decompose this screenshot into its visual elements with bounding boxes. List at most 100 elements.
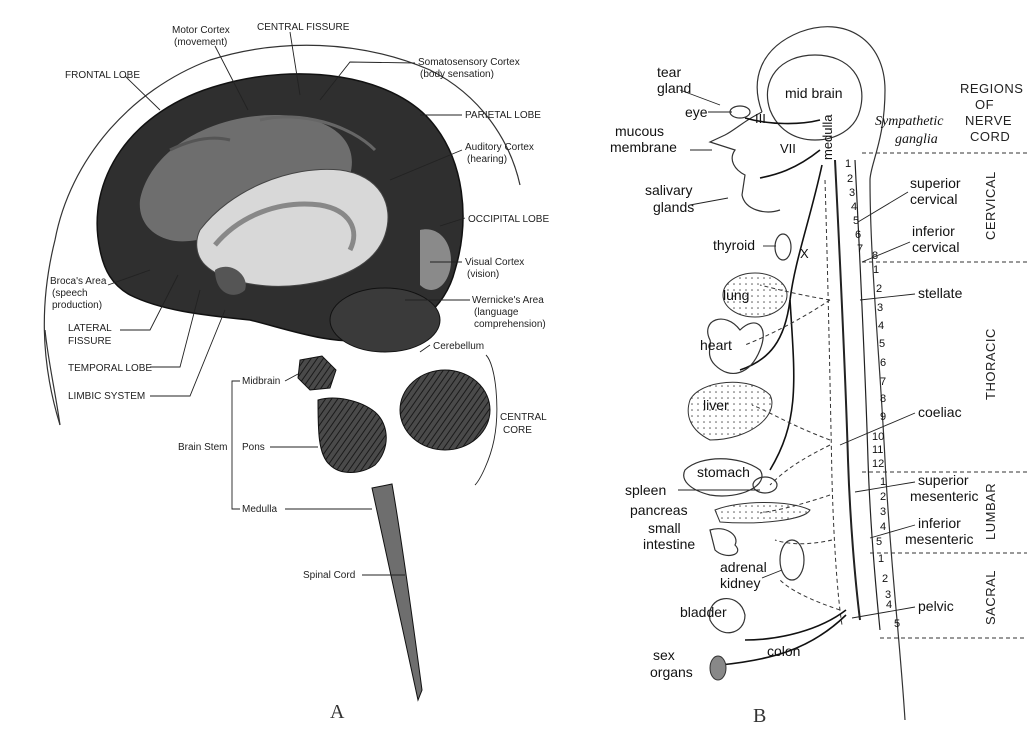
label-visual-sub: (vision) xyxy=(467,269,499,280)
sympathetic-1: Sympathetic xyxy=(875,114,944,129)
svg-text:1: 1 xyxy=(878,553,884,565)
label-somatosensory-sub: (body sensation) xyxy=(420,69,494,80)
label-motor-cortex: Motor Cortex xyxy=(172,25,230,36)
label-mid-brain: mid brain xyxy=(785,85,843,101)
label-wernickes-3: comprehension) xyxy=(474,319,546,330)
svg-text:7: 7 xyxy=(880,376,886,388)
label-thyroid: thyroid xyxy=(713,237,755,253)
label-inf-mes-1: inferior xyxy=(918,515,961,531)
cranial-iii: III xyxy=(755,111,766,126)
spinal-cord-shape xyxy=(372,484,422,700)
svg-text:7: 7 xyxy=(857,243,863,255)
label-brocas-3: production) xyxy=(52,300,102,311)
svg-text:5: 5 xyxy=(876,536,882,548)
label-tear-2: gland xyxy=(657,80,691,96)
label-medulla-b: medulla xyxy=(820,114,835,160)
midbrain-shape xyxy=(298,356,336,390)
svg-text:4: 4 xyxy=(886,599,892,611)
label-small-2: intestine xyxy=(643,536,695,552)
label-limbic-system: LIMBIC SYSTEM xyxy=(68,391,145,402)
label-lateral-2: FISSURE xyxy=(68,336,112,347)
label-medulla: Medulla xyxy=(242,504,277,515)
label-wernickes-2: (language xyxy=(474,307,519,318)
label-inf-mes-2: mesenteric xyxy=(905,531,973,547)
svg-text:1: 1 xyxy=(845,158,851,170)
label-heart: heart xyxy=(700,337,732,353)
label-frontal-lobe: FRONTAL LOBE xyxy=(65,70,140,81)
label-spinal-cord: Spinal Cord xyxy=(303,570,355,581)
svg-text:4: 4 xyxy=(851,201,857,213)
organs xyxy=(684,106,810,680)
svg-text:8: 8 xyxy=(880,393,886,405)
svg-text:5: 5 xyxy=(894,618,900,630)
label-occipital-lobe: OCCIPITAL LOBE xyxy=(468,214,549,225)
label-salivary-2: glands xyxy=(653,199,694,215)
label-adrenal: adrenal xyxy=(720,559,767,575)
label-midbrain: Midbrain xyxy=(242,376,280,387)
label-sup-mes-2: mesenteric xyxy=(910,488,978,504)
svg-text:4: 4 xyxy=(880,521,886,533)
label-kidney: kidney xyxy=(720,575,760,591)
label-wernickes-1: Wernicke's Area xyxy=(472,295,544,306)
label-mucous-1: mucous xyxy=(615,123,664,139)
label-stellate: stellate xyxy=(918,285,963,301)
svg-text:6: 6 xyxy=(855,229,861,241)
label-stomach: stomach xyxy=(697,464,750,480)
sacral-numbers: 1 2 3 4 5 xyxy=(878,553,900,630)
pons-shape xyxy=(318,398,386,472)
label-sex-1: sex xyxy=(653,647,675,663)
label-central-fissure: CENTRAL FISSURE xyxy=(257,22,350,33)
panel-a: Motor Cortex (movement) CENTRAL FISSURE … xyxy=(44,22,549,723)
label-inf-cervical-2: cervical xyxy=(912,239,959,255)
svg-text:2: 2 xyxy=(882,573,888,585)
svg-text:2: 2 xyxy=(876,283,882,295)
svg-text:9: 9 xyxy=(880,411,886,423)
region-cervical: CERVICAL xyxy=(983,171,998,240)
label-lung: lung xyxy=(723,287,749,303)
region-sacral: SACRAL xyxy=(983,570,998,625)
label-pancreas: pancreas xyxy=(630,502,688,518)
svg-text:4: 4 xyxy=(878,320,884,332)
svg-text:10: 10 xyxy=(872,431,884,443)
label-parietal-lobe: PARIETAL LOBE xyxy=(465,110,541,121)
label-sup-mes-1: superior xyxy=(918,472,969,488)
label-inf-cervical-1: inferior xyxy=(912,223,955,239)
label-eye: eye xyxy=(685,104,708,120)
label-mucous-2: membrane xyxy=(610,139,677,155)
panel-b: 1 2 3 4 5 6 7 8 1 2 3 4 5 6 7 8 9 10 11 … xyxy=(610,27,1027,727)
svg-text:5: 5 xyxy=(879,338,885,350)
label-visual: Visual Cortex xyxy=(465,257,524,268)
label-spleen: spleen xyxy=(625,482,666,498)
label-brocas-1: Broca's Area xyxy=(50,276,107,287)
svg-text:6: 6 xyxy=(880,357,886,369)
regions-title-3: NERVE xyxy=(965,113,1012,128)
regions-title-4: CORD xyxy=(970,129,1010,144)
label-somatosensory: Somatosensory Cortex xyxy=(418,57,520,68)
cranial-vii: VII xyxy=(780,141,796,156)
label-sup-cervical-2: cervical xyxy=(910,191,957,207)
label-auditory-sub: (hearing) xyxy=(467,154,507,165)
region-lumbar: LUMBAR xyxy=(983,483,998,540)
region-thoracic: THORACIC xyxy=(983,328,998,400)
face-outline xyxy=(45,330,60,425)
cerebellum-attached xyxy=(330,288,440,352)
label-lateral-1: LATERAL xyxy=(68,323,112,334)
label-central-1: CENTRAL xyxy=(500,412,547,423)
label-salivary-1: salivary xyxy=(645,182,692,198)
svg-text:2: 2 xyxy=(847,173,853,185)
cervical-numbers: 1 2 3 4 5 6 7 8 xyxy=(845,158,878,262)
label-small-1: small xyxy=(648,520,681,536)
cerebellum-shape xyxy=(400,370,490,450)
label-tear-1: tear xyxy=(657,64,681,80)
label-brocas-2: (speech xyxy=(52,288,88,299)
label-temporal-lobe: TEMPORAL LOBE xyxy=(68,363,152,374)
label-motor-cortex-sub: (movement) xyxy=(174,37,227,48)
label-auditory: Auditory Cortex xyxy=(465,142,534,153)
panel-a-caption: A xyxy=(330,701,345,723)
label-pons: Pons xyxy=(242,442,265,453)
svg-text:5: 5 xyxy=(853,215,859,227)
label-colon: colon xyxy=(767,643,800,659)
regions-title-2: OF xyxy=(975,97,994,112)
label-bladder: bladder xyxy=(680,604,727,620)
